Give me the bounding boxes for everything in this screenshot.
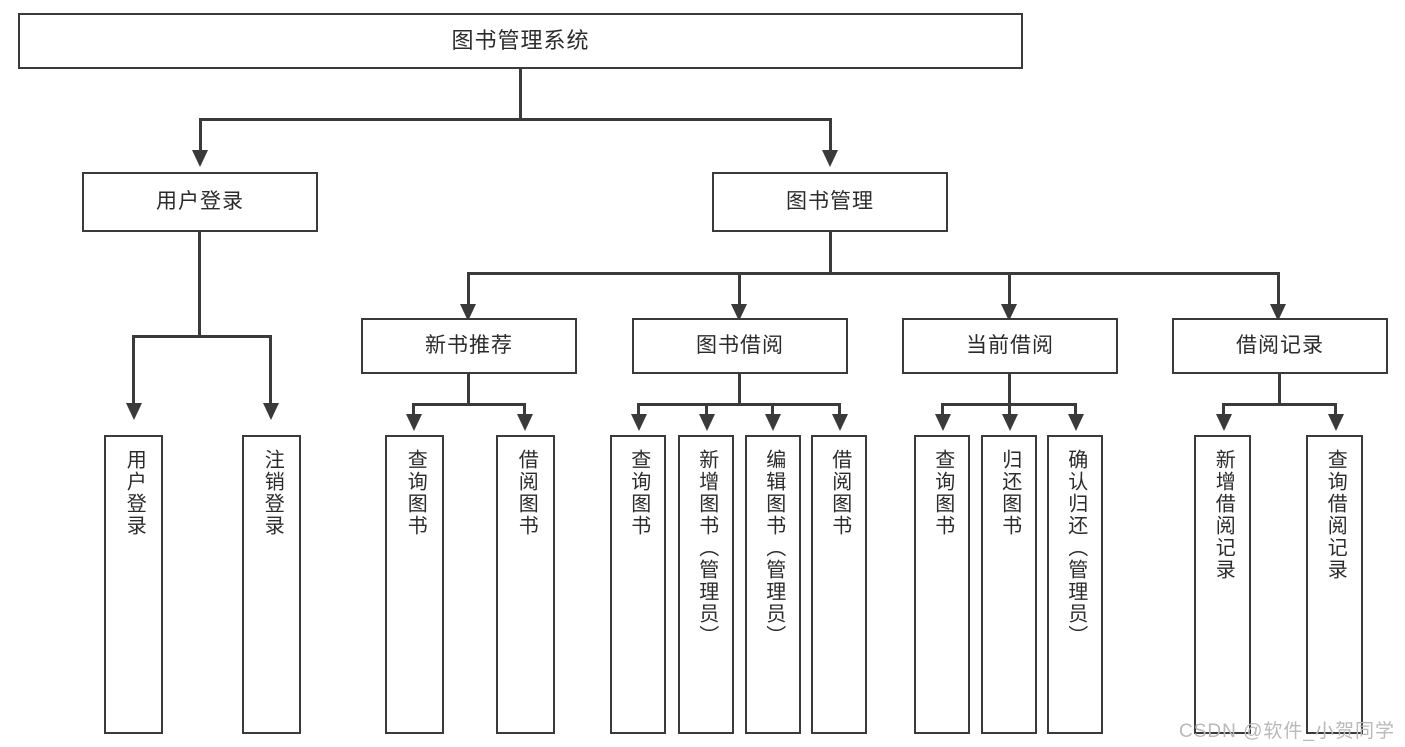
connector-root-to-user-login bbox=[199, 118, 202, 150]
connector-bookborrow-stem bbox=[738, 374, 741, 403]
node-label: 借阅图书 bbox=[828, 449, 851, 537]
connector-borrowrecord-drop-1 bbox=[1222, 403, 1225, 417]
node-label: 新增借阅记录 bbox=[1212, 449, 1235, 581]
node-user-login[interactable]: 用户登录 bbox=[82, 172, 318, 232]
connector-user-login-bar bbox=[132, 335, 270, 338]
node-label: 归还图书 bbox=[998, 449, 1021, 537]
arrowhead-leaf-10 bbox=[1002, 414, 1018, 431]
node-new-book-recommend[interactable]: 新书推荐 bbox=[361, 318, 577, 374]
connector-currentborrow-drop-2 bbox=[1008, 403, 1011, 417]
node-label: 图书管理系统 bbox=[451, 28, 590, 54]
connector-user-login-drop-2 bbox=[269, 335, 272, 403]
node-label: 注销登录 bbox=[261, 449, 284, 537]
arrowhead-leaf-8 bbox=[832, 414, 848, 431]
connector-root-to-book-mgmt bbox=[829, 118, 832, 150]
node-label: 查询图书 bbox=[931, 449, 954, 537]
connector-bookborrow-drop-4 bbox=[838, 403, 841, 417]
node-label: 查询图书 bbox=[404, 449, 427, 537]
leaf-node-query-book-current[interactable]: 查询图书 bbox=[914, 435, 970, 734]
leaf-node-query-borrow-record[interactable]: 查询借阅记录 bbox=[1306, 435, 1363, 734]
node-label: 查询借阅记录 bbox=[1324, 449, 1347, 581]
node-label: 图书借阅 bbox=[696, 333, 784, 357]
arrowhead-book-borrow bbox=[731, 304, 747, 321]
connector-user-login-stem bbox=[198, 232, 201, 335]
arrowhead-leaf-2 bbox=[263, 403, 279, 420]
connector-borrowrecord-stem bbox=[1278, 374, 1281, 403]
connector-newbook-stem bbox=[467, 374, 470, 403]
connector-borrowrecord-drop-2 bbox=[1334, 403, 1337, 417]
arrowhead-current-borrow bbox=[1001, 304, 1017, 321]
arrowhead-book-mgmt bbox=[822, 150, 838, 167]
connector-newbook-bar bbox=[412, 403, 525, 406]
node-book-borrowing[interactable]: 图书借阅 bbox=[632, 318, 848, 374]
connector-newbook-drop-1 bbox=[412, 403, 415, 417]
connector-book-mgmt-drop-3 bbox=[1008, 272, 1011, 304]
connector-newbook-drop-2 bbox=[523, 403, 526, 417]
arrowhead-leaf-9 bbox=[935, 414, 951, 431]
arrowhead-leaf-12 bbox=[1216, 414, 1232, 431]
connector-book-mgmt-drop-2 bbox=[738, 272, 741, 304]
connector-root-bar bbox=[199, 118, 832, 121]
connector-book-mgmt-drop-4 bbox=[1277, 272, 1280, 304]
arrowhead-new-book-rec bbox=[460, 304, 476, 321]
connector-bookborrow-drop-3 bbox=[771, 403, 774, 417]
arrowhead-leaf-13 bbox=[1328, 414, 1344, 431]
connector-currentborrow-drop-1 bbox=[941, 403, 944, 417]
arrowhead-leaf-3 bbox=[406, 414, 422, 431]
node-label: 用户登录 bbox=[156, 189, 244, 213]
leaf-node-confirm-return-admin[interactable]: 确认归还（管理员） bbox=[1047, 435, 1103, 734]
connector-bookborrow-bar bbox=[637, 403, 840, 406]
arrowhead-leaf-5 bbox=[631, 414, 647, 431]
node-root-system[interactable]: 图书管理系统 bbox=[18, 13, 1023, 69]
leaf-node-user-login[interactable]: 用户登录 bbox=[104, 435, 163, 734]
arrowhead-leaf-4 bbox=[517, 414, 533, 431]
connector-user-login-drop-1 bbox=[132, 335, 135, 403]
arrowhead-leaf-6 bbox=[699, 414, 715, 431]
leaf-node-borrow-book[interactable]: 借阅图书 bbox=[811, 435, 867, 734]
leaf-node-add-borrow-record[interactable]: 新增借阅记录 bbox=[1194, 435, 1251, 734]
connector-bookborrow-drop-1 bbox=[637, 403, 640, 417]
leaf-node-edit-book-admin[interactable]: 编辑图书（管理员） bbox=[745, 435, 801, 734]
node-label: 借阅图书 bbox=[515, 449, 538, 537]
node-label: 新书推荐 bbox=[425, 333, 513, 357]
watermark-text: CSDN @软件_小贺同学 bbox=[1179, 721, 1395, 742]
connector-borrowrecord-bar bbox=[1222, 403, 1337, 406]
arrowhead-user-login bbox=[192, 150, 208, 167]
node-label: 编辑图书（管理员） bbox=[762, 449, 785, 647]
node-label: 当前借阅 bbox=[966, 333, 1054, 357]
node-book-management[interactable]: 图书管理 bbox=[712, 172, 948, 232]
connector-book-mgmt-bar bbox=[467, 272, 1280, 275]
arrowhead-leaf-11 bbox=[1068, 414, 1084, 431]
arrowhead-leaf-1 bbox=[126, 403, 142, 420]
leaf-node-return-book[interactable]: 归还图书 bbox=[981, 435, 1037, 734]
connector-book-mgmt-drop-1 bbox=[467, 272, 470, 304]
arrowhead-borrow-record bbox=[1270, 304, 1286, 321]
leaf-node-add-book-admin[interactable]: 新增图书（管理员） bbox=[678, 435, 734, 734]
leaf-node-borrow-book-newrec[interactable]: 借阅图书 bbox=[496, 435, 555, 734]
connector-currentborrow-drop-3 bbox=[1074, 403, 1077, 417]
node-label: 新增图书（管理员） bbox=[695, 449, 718, 647]
node-borrowing-record[interactable]: 借阅记录 bbox=[1172, 318, 1388, 374]
connector-currentborrow-stem bbox=[1008, 374, 1011, 403]
leaf-node-query-book-newrec[interactable]: 查询图书 bbox=[385, 435, 444, 734]
node-current-borrowing[interactable]: 当前借阅 bbox=[902, 318, 1118, 374]
connector-root-stem bbox=[519, 69, 522, 118]
node-label: 用户登录 bbox=[123, 449, 146, 537]
node-label: 借阅记录 bbox=[1236, 333, 1324, 357]
leaf-node-logout[interactable]: 注销登录 bbox=[242, 435, 301, 734]
node-label: 确认归还（管理员） bbox=[1064, 449, 1087, 647]
node-label: 查询图书 bbox=[627, 449, 650, 537]
connector-bookborrow-drop-2 bbox=[705, 403, 708, 417]
connector-book-mgmt-stem bbox=[829, 232, 832, 272]
arrowhead-leaf-7 bbox=[765, 414, 781, 431]
leaf-node-query-book-borrow[interactable]: 查询图书 bbox=[610, 435, 666, 734]
node-label: 图书管理 bbox=[786, 189, 874, 213]
